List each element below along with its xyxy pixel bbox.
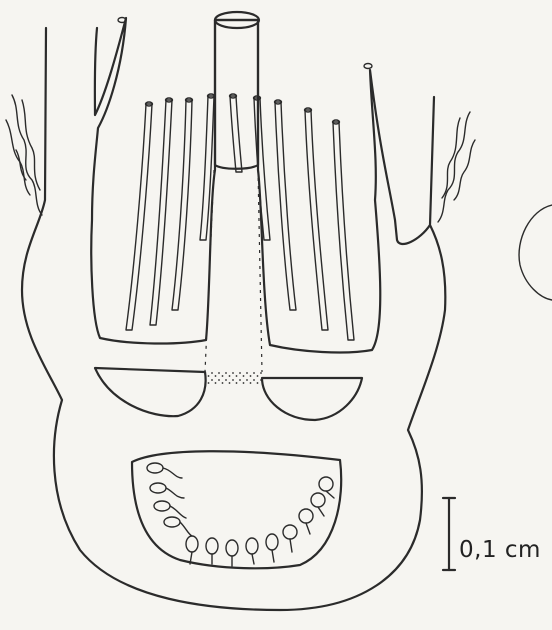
- filament-left: [6, 95, 42, 215]
- filament-right: [438, 112, 475, 222]
- scale-bar: [443, 498, 455, 570]
- cavity-right: [262, 378, 362, 420]
- partial-specimen: [519, 205, 552, 300]
- fringe-tubes: [126, 94, 354, 340]
- cavity-left: [95, 368, 206, 416]
- body-outline: [22, 18, 445, 610]
- cavity-bridge: [205, 372, 262, 384]
- scale-bar-label: 0,1 cm: [459, 537, 541, 563]
- tube-tip-right: [364, 64, 372, 69]
